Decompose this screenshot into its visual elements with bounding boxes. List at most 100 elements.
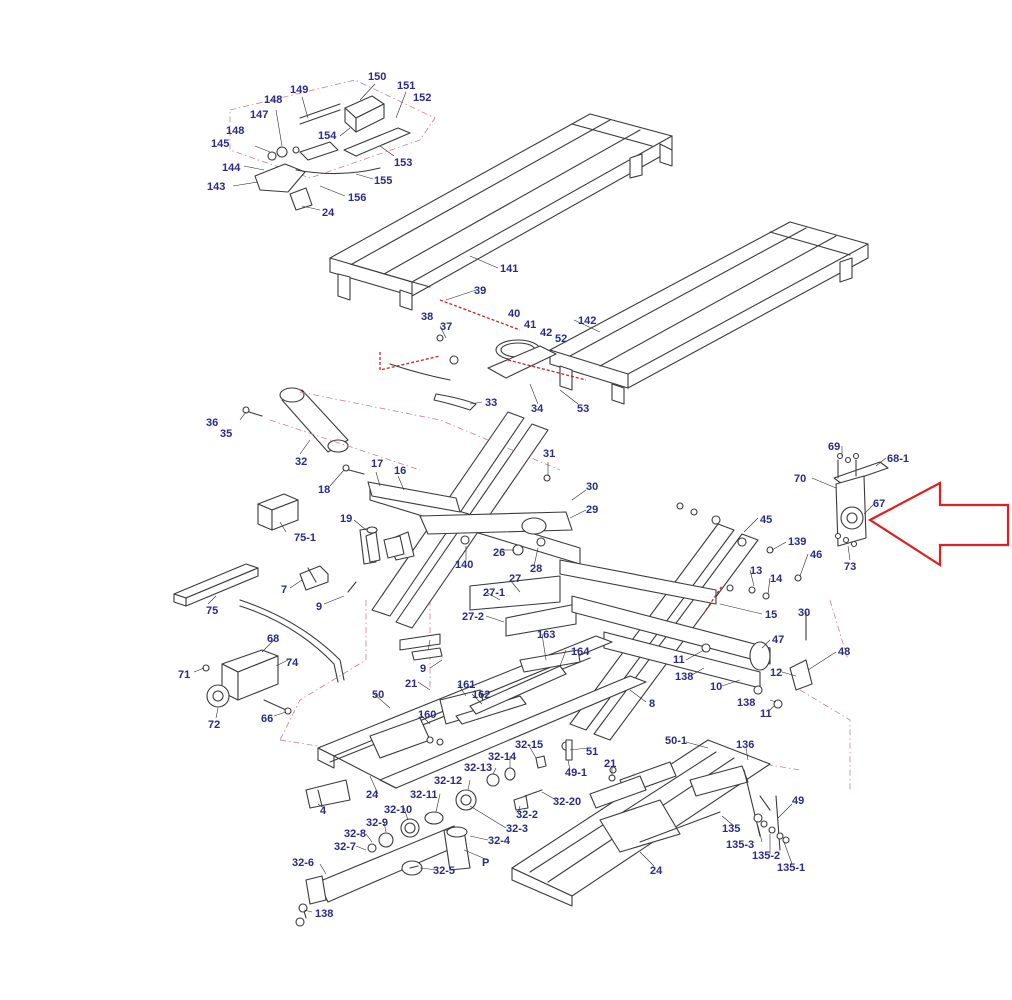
callout-label: 24 [366, 789, 379, 801]
runway-142 [549, 221, 869, 405]
callout-label: 161 [457, 679, 475, 691]
callout-label: 143 [207, 181, 225, 193]
callout-label: 150 [368, 71, 386, 83]
callout-label: 162 [472, 689, 490, 701]
callout-label: 32-14 [488, 751, 517, 763]
callout-label: 32-4 [488, 835, 511, 847]
callout-label: 38 [421, 311, 433, 323]
base-frame-50-1 [511, 739, 790, 907]
callout-label: 37 [440, 321, 452, 333]
callout-label: 151 [397, 80, 415, 92]
callout-label: 35 [220, 428, 232, 440]
callout-label: 67 [873, 498, 885, 510]
callout-label: 9 [316, 601, 322, 613]
callout-label: 32-10 [384, 804, 412, 816]
callout-label: 140 [455, 559, 473, 571]
callout-label: 36 [206, 417, 218, 429]
callout-label: 75-1 [294, 532, 316, 544]
callout-label: 18 [318, 484, 330, 496]
callout-label: 12 [770, 667, 782, 679]
callout-labels: 150 149 151 148 152 147 148 154 145 144 … [178, 71, 909, 920]
callout-label: 68 [267, 633, 279, 645]
callout-label: 32-7 [334, 841, 356, 853]
callout-label: 33 [485, 397, 497, 409]
callout-label: 50 [372, 689, 384, 701]
callout-label: 9 [420, 663, 426, 675]
scissor-arms-right [559, 502, 813, 741]
callout-label: 160 [418, 709, 436, 721]
wheel-assembly-70 [833, 452, 889, 548]
callout-label: 156 [348, 192, 366, 204]
callout-label: 11 [760, 708, 772, 720]
callout-label: 49 [792, 795, 804, 807]
callout-label: 141 [500, 263, 518, 275]
callout-label: 32-6 [292, 857, 314, 869]
callout-label: 52 [555, 333, 567, 345]
runway-141 [329, 113, 673, 311]
callout-label: 27-1 [483, 587, 505, 599]
callout-label: 15 [765, 609, 777, 621]
callout-label: 42 [540, 327, 552, 339]
center-hardware [379, 299, 587, 411]
callout-label: 45 [760, 514, 772, 526]
callout-label: 139 [788, 536, 806, 548]
callout-label: 46 [810, 549, 822, 561]
callout-label: 49-1 [565, 767, 587, 779]
callout-label: 13 [750, 565, 762, 577]
callout-label: 31 [543, 448, 555, 460]
callout-label: 154 [318, 130, 337, 142]
left-loose-parts [173, 464, 443, 683]
callout-label: 51 [586, 746, 598, 758]
callout-label: 138 [675, 671, 693, 683]
callout-label: 163 [537, 629, 555, 641]
callout-label: 30 [798, 607, 810, 619]
callout-label: 32 [295, 456, 307, 468]
callout-label: 148 [226, 125, 244, 137]
callout-label: 32-12 [434, 775, 462, 787]
callout-label: 48 [838, 646, 850, 658]
scissor-arms-left [359, 411, 581, 651]
callout-label: 138 [737, 697, 755, 709]
callout-label: 47 [772, 634, 784, 646]
hydraulic-cylinder-32 [242, 387, 349, 453]
callout-label: 30 [586, 481, 598, 493]
callout-label: 135 [722, 823, 740, 835]
callout-label: 155 [374, 175, 392, 187]
callout-label: 135-2 [752, 850, 780, 862]
callout-label: 147 [250, 109, 268, 121]
callout-label: 32-2 [516, 809, 538, 821]
callout-label: 7 [281, 584, 287, 596]
base-frame-50 [305, 635, 647, 809]
callout-label: 17 [371, 458, 383, 470]
callout-label: 71 [178, 669, 190, 681]
callout-label: 74 [286, 657, 299, 669]
callout-label: 11 [673, 654, 685, 666]
callout-label: 4 [320, 805, 327, 817]
latch-subassembly [229, 79, 436, 211]
callout-label: 149 [290, 84, 308, 96]
cylinder-components [295, 739, 573, 927]
callout-label: P [482, 857, 489, 869]
callout-label: 135-3 [726, 839, 754, 851]
callout-label: 75 [206, 605, 218, 617]
callout-label: 135-1 [777, 862, 805, 874]
callout-label: 32-13 [464, 762, 492, 774]
callout-label: 21 [604, 758, 616, 770]
callout-label: 19 [340, 513, 352, 525]
wheel-assembly-68 [202, 649, 292, 715]
callout-label: 153 [394, 157, 412, 169]
callout-label: 21 [405, 678, 417, 690]
callout-label: 14 [770, 573, 783, 585]
callout-label: 39 [474, 285, 486, 297]
callout-label: 32-3 [506, 823, 528, 835]
line-art [173, 79, 1010, 927]
callout-label: 32-11 [410, 789, 438, 801]
leader-lines [193, 83, 887, 913]
callout-label: 34 [531, 403, 544, 415]
callout-label: 32-20 [553, 796, 581, 808]
callout-label: 32-15 [515, 739, 543, 751]
callout-label: 138 [315, 908, 333, 920]
callout-label: 24 [650, 865, 663, 877]
callout-label: 40 [508, 308, 520, 320]
